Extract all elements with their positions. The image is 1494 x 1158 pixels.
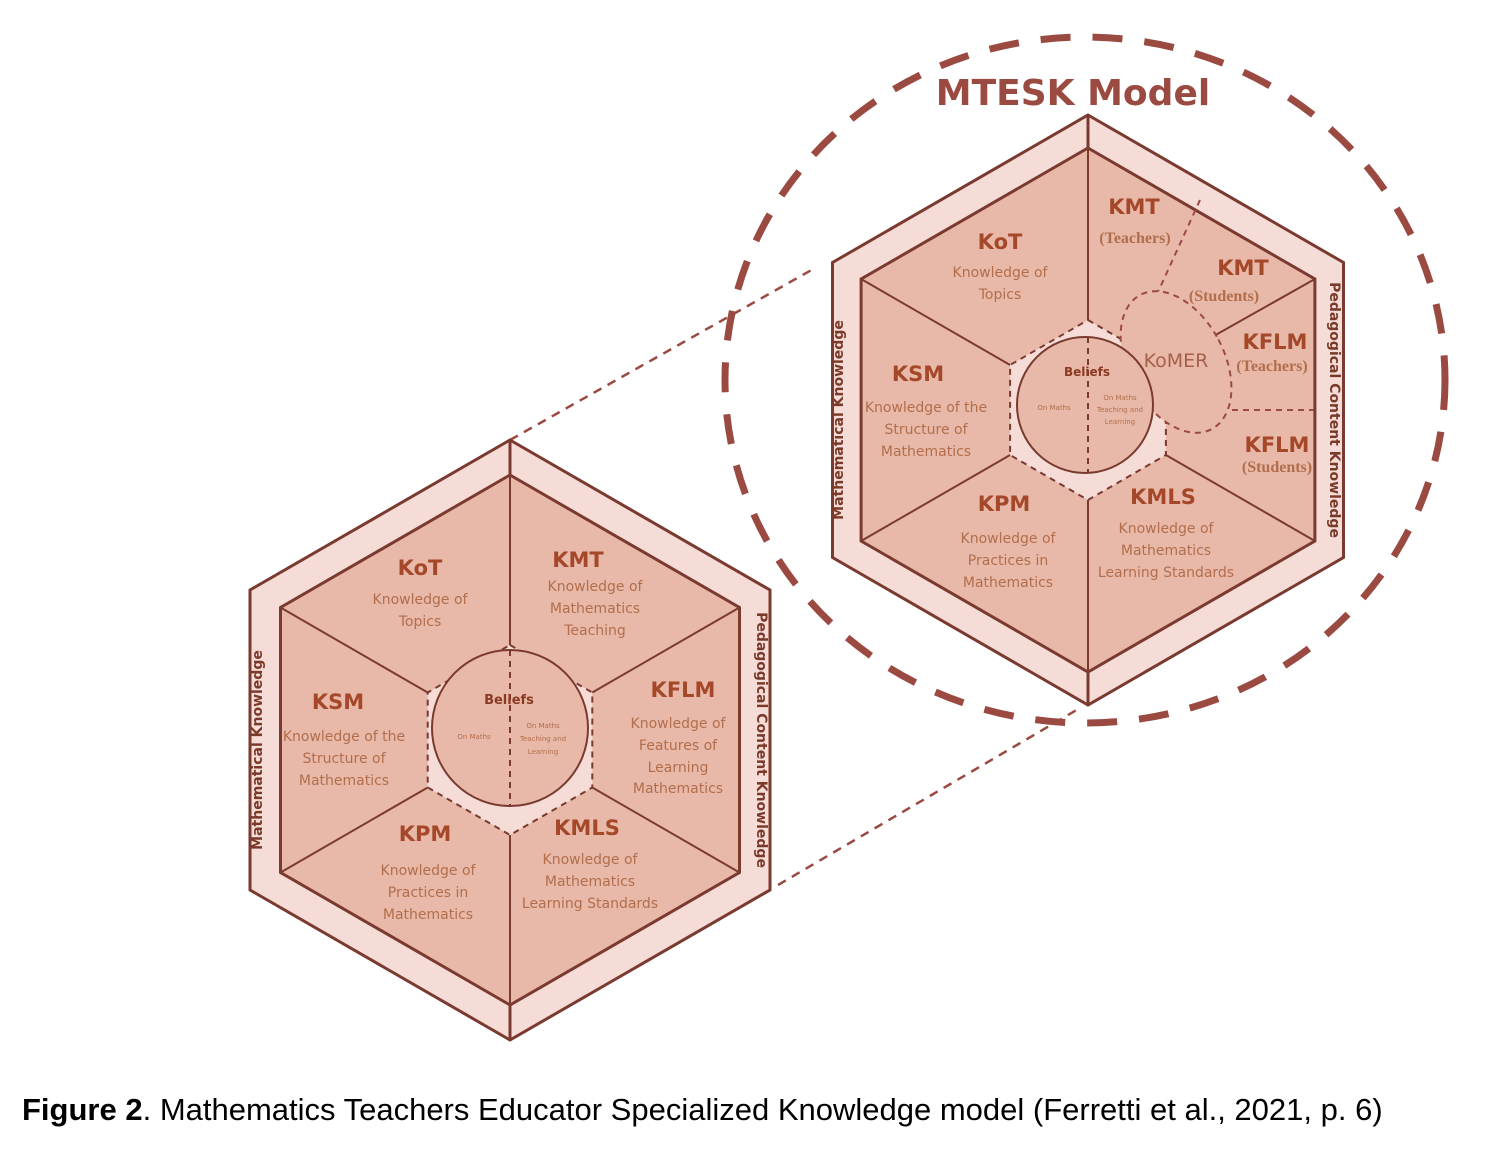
left-kpm-desc: Practices in (388, 885, 468, 901)
left-beliefs-teaching: Learning (528, 748, 558, 756)
right-kmls-desc: Mathematics (1121, 543, 1211, 559)
left-ksm-desc: Knowledge of the (283, 729, 405, 745)
left-beliefs-on-maths: On Maths (457, 733, 491, 741)
left-kpm-desc: Knowledge of (381, 863, 477, 879)
right-side-label-math: Mathematical Knowledge (831, 320, 847, 520)
left-kpm-abbr: KPM (399, 822, 452, 846)
left-kflm-desc: Mathematics (633, 781, 723, 797)
right-beliefs-title: Beliefs (1064, 365, 1110, 379)
left-side-label-pck: Pedagogical Content Knowledge (753, 612, 769, 868)
kmt-students-sub: (Students) (1189, 288, 1259, 305)
right-ksm-desc: Knowledge of the (865, 400, 987, 416)
right-side-label-pck: Pedagogical Content Knowledge (1326, 282, 1342, 538)
right-ksm-abbr: KSM (892, 362, 944, 386)
left-kmt-desc: Knowledge of (548, 579, 644, 595)
figure-caption-text: . Mathematics Teachers Educator Speciali… (142, 1092, 1383, 1127)
komer-label: KoMER (1144, 350, 1209, 372)
left-kpm-desc: Mathematics (383, 907, 473, 923)
left-kmls-abbr: KMLS (554, 816, 620, 840)
model-title: MTESK Model (936, 73, 1210, 114)
left-kot-desc: Topics (398, 614, 442, 630)
figure-label: Figure 2 (22, 1092, 143, 1127)
left-kmls-desc: Knowledge of (543, 852, 639, 868)
left-kmt-desc: Mathematics (550, 601, 640, 617)
right-kpm-desc: Knowledge of (961, 531, 1057, 547)
zoom-connector-bottom (777, 706, 1081, 887)
left-kot-desc: Knowledge of (373, 592, 469, 608)
kflm-students-sub: (Students) (1242, 459, 1312, 476)
right-kot-abbr: KoT (978, 230, 1023, 254)
left-kflm-desc: Features of (639, 738, 718, 754)
kflm-teachers-abbr: KFLM (1243, 330, 1308, 354)
zoom-circle (721, 33, 1449, 727)
right-beliefs-on-maths: On Maths (1037, 404, 1071, 412)
left-kot-abbr: KoT (398, 556, 443, 580)
left-kflm-desc: Learning (648, 760, 709, 776)
kmt-teachers-sub: (Teachers) (1099, 230, 1170, 247)
figure-caption: Figure 2. Mathematics Teachers Educator … (22, 1092, 1383, 1128)
left-kflm-desc: Knowledge of (631, 716, 727, 732)
left-kmls-desc: Learning Standards (522, 896, 658, 912)
left-side-label-math: Mathematical Knowledge (250, 650, 266, 850)
right-kmls-desc: Learning Standards (1098, 565, 1234, 581)
left-hexagon (248, 438, 772, 1042)
left-ksm-desc: Mathematics (299, 773, 389, 789)
right-kpm-desc: Mathematics (963, 575, 1053, 591)
right-beliefs-teaching: Learning (1105, 418, 1135, 426)
left-kflm-abbr: KFLM (651, 678, 716, 702)
left-ksm-abbr: KSM (312, 690, 364, 714)
left-kmt-desc: Teaching (563, 623, 626, 639)
kflm-teachers-sub: (Teachers) (1236, 358, 1307, 375)
left-kmls-desc: Mathematics (545, 874, 635, 890)
kflm-students-abbr: KFLM (1245, 433, 1310, 457)
left-beliefs-title: Beliefs (484, 693, 534, 708)
right-kot-desc: Knowledge of (953, 265, 1049, 281)
left-kmt-abbr: KMT (552, 548, 604, 572)
zoom-connector-top (509, 266, 816, 442)
right-ksm-desc: Mathematics (881, 444, 971, 460)
right-hexagon (831, 113, 1345, 707)
right-beliefs-teaching: On Maths (1103, 394, 1137, 402)
right-kmls-desc: Knowledge of (1119, 521, 1215, 537)
right-kpm-desc: Practices in (968, 553, 1048, 569)
kmt-teachers-abbr: KMT (1108, 195, 1160, 219)
kmt-students-abbr: KMT (1217, 256, 1269, 280)
right-beliefs-teaching: Teaching and (1096, 406, 1143, 414)
left-ksm-desc: Structure of (302, 751, 386, 767)
right-kpm-abbr: KPM (978, 492, 1031, 516)
right-kot-desc: Topics (978, 287, 1022, 303)
right-ksm-desc: Structure of (884, 422, 968, 438)
left-beliefs-teaching: On Maths (526, 722, 560, 730)
right-kmls-abbr: KMLS (1130, 485, 1196, 509)
left-beliefs-teaching: Teaching and (519, 735, 566, 743)
